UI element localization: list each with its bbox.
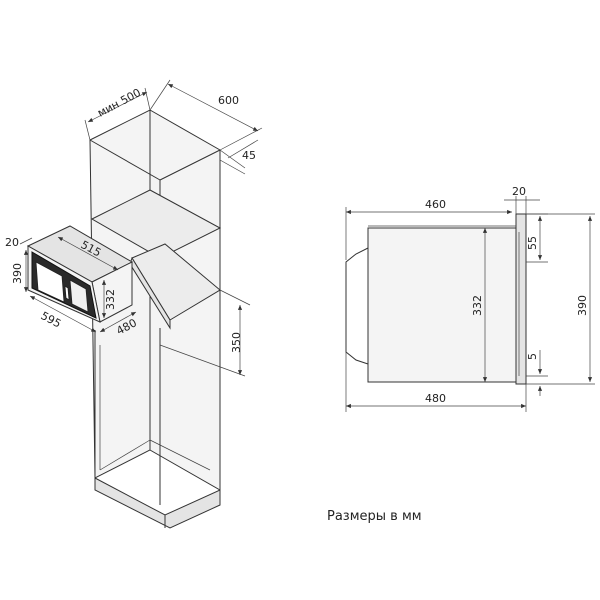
side-body [367,227,519,383]
dim-side-frame: 20 [512,185,526,198]
cabinet-plinth [94,477,221,529]
dim-side-bottom-offset: 5 [526,353,539,360]
dim-mw-inner-height: 332 [104,289,117,310]
side-back-bump [345,247,369,365]
cabinet-isometric [89,109,222,529]
dim-side-body-height: 332 [471,295,484,316]
dim-niche-height: 350 [230,332,243,353]
dim-mw-frame: 20 [5,236,19,249]
dim-cabinet-width: 600 [218,94,239,107]
dim-side-overall-height: 390 [576,295,589,316]
side-front-frame [515,213,527,385]
cabinet-top-shelf [90,189,222,259]
microwave-handle [64,285,70,301]
microwave-side-view [345,213,527,385]
units-caption: Размеры в мм [327,509,422,524]
dim-mw-height: 390 [11,263,24,284]
side-dimensions: 460 20 55 332 390 5 480 [345,185,595,412]
dim-min-depth: мин 500 [95,86,143,120]
dim-side-overall-depth: 480 [425,392,446,405]
dim-panel-thickness: 45 [242,149,256,162]
dim-side-body-depth: 460 [425,198,446,211]
dim-side-top-offset: 55 [526,236,539,250]
